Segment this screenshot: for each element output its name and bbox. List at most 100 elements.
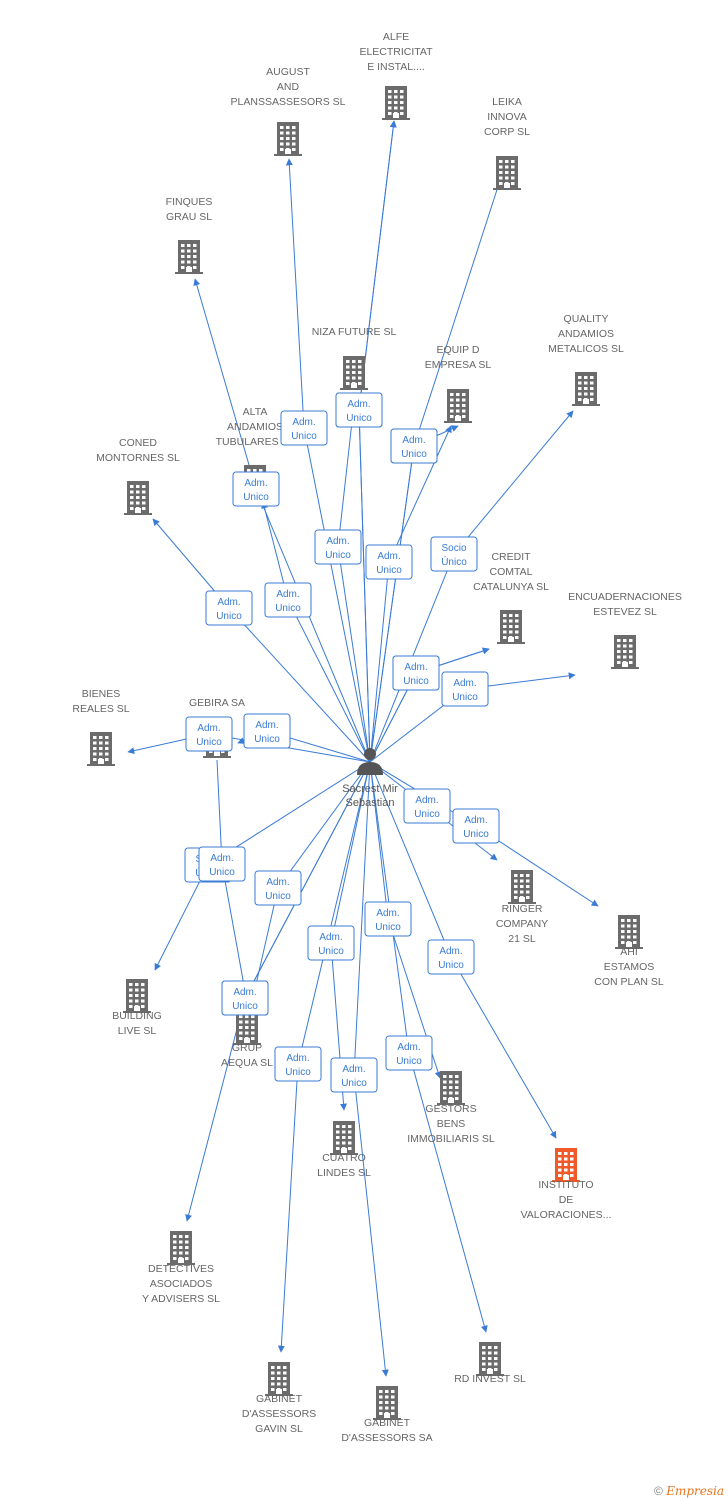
company-node-instituto[interactable]: INSTITUTODEVALORACIONES... [521, 1148, 612, 1221]
person-icon [357, 748, 383, 775]
edge-label-alfe[interactable]: Adm.Unico [335, 392, 383, 428]
edge-label-encuad[interactable]: Adm.Unico [441, 671, 489, 707]
edge-label-text: Unico [265, 891, 291, 902]
company-name: LINDES SL [317, 1167, 371, 1179]
edge-label-text: Adm. [404, 662, 427, 673]
edge-label-text: Adm. [266, 877, 289, 888]
edge-label-gabinetsa[interactable]: Adm.Unico [330, 1057, 378, 1093]
edge-line-equip [369, 425, 459, 763]
building-icon [124, 481, 152, 515]
edge-label-text: Adm. [402, 435, 425, 446]
company-name: MONTORNES SL [96, 452, 180, 464]
company-name: REALES SL [72, 703, 129, 715]
company-name: TUBULARES SL [216, 436, 295, 448]
company-name: CONED [119, 437, 157, 449]
edge-label-ahi[interactable]: Adm.Unico [452, 808, 500, 844]
edge-labels-layer: Adm.UnicoAdm.UnicoAdm.UnicoAdm.UnicoAdm.… [184, 392, 500, 1093]
building-icon [175, 240, 203, 274]
edge-label-text: Adm. [217, 597, 240, 608]
edge-label-text: Adm. [276, 589, 299, 600]
edge-label-text: Adm. [326, 536, 349, 547]
edge-label-text: Unico [275, 603, 301, 614]
edge-label-equip[interactable]: Adm.Unico [390, 428, 438, 464]
edge-label-grup[interactable]: Adm.Unico [198, 846, 246, 882]
building-icon [476, 1342, 504, 1376]
edge-label-bienes[interactable]: Adm.Unico [185, 716, 233, 752]
building-icon [615, 915, 643, 949]
building-icon [611, 635, 639, 669]
edge-label-gebira[interactable]: Adm.Unico [243, 713, 291, 749]
edge-label-text: Unico [463, 829, 489, 840]
edge-label-equip[interactable]: Adm. Unico [365, 544, 413, 580]
edge-label-text: Socio [441, 543, 466, 554]
company-name: LIVE SL [118, 1025, 157, 1037]
edge-label-finques[interactable]: Adm.Unico [232, 471, 280, 507]
edge-label-august[interactable]: Adm.Unico [280, 410, 328, 446]
edge-label-text: Adm. [292, 417, 315, 428]
edge-label-ringer[interactable]: Adm.Unico [403, 788, 451, 824]
company-name: BENS [437, 1118, 466, 1130]
company-name: CUATRO [322, 1152, 366, 1164]
edge-label-text: Adm. [377, 551, 400, 562]
edge-label-instituto[interactable]: Adm.Unico [427, 939, 475, 975]
edge-label-gestors[interactable]: Adm.Unico [364, 901, 412, 937]
edge-label-gavin[interactable]: Adm.Unico [274, 1046, 322, 1082]
company-name: GABINET [256, 1393, 303, 1405]
edge-label-detectives[interactable]: Adm.Unico [221, 980, 269, 1016]
edge-label-text: Unico [376, 565, 402, 576]
company-name: GRAU SL [166, 211, 212, 223]
company-name: D'ASSESSORS [242, 1408, 316, 1420]
edge-label-grup[interactable]: Adm. Unico [254, 870, 302, 906]
company-node-rdinvest[interactable]: RD INVEST SL [454, 1342, 526, 1385]
company-name: GABINET [364, 1417, 411, 1429]
edge-label-cuatro[interactable]: Adm.Unico [307, 925, 355, 961]
company-name: ESTAMOS [604, 961, 655, 973]
company-node-coned[interactable]: CONED MONTORNES SL [96, 437, 180, 515]
company-name: ENCUADERNACIONES [568, 591, 682, 603]
edge-label-text: Unico [341, 1078, 367, 1089]
edge-label-text: Unico [414, 809, 440, 820]
edge-line-equip [369, 425, 452, 763]
company-name: METALICOS SL [548, 343, 624, 355]
company-node-cuatro[interactable]: CUATRO LINDES SL [317, 1121, 371, 1179]
company-name: GRUP [232, 1042, 262, 1054]
edge-label-niza[interactable]: Adm.Unico [314, 529, 362, 565]
building-icon [167, 1231, 195, 1265]
edge-label-coned[interactable]: Adm.Unico [205, 590, 253, 626]
company-name: QUALITY [564, 313, 609, 325]
company-name: LEIKA [492, 96, 522, 108]
company-node-niza[interactable]: NIZA FUTURE SL [312, 326, 397, 390]
edge-label-text: Unico [254, 734, 280, 745]
edge-label-rdinvest[interactable]: Adm.Unico [385, 1035, 433, 1071]
company-name: AND [277, 81, 300, 93]
edge-label-credit[interactable]: Adm.Unico [392, 655, 440, 691]
edge-label-text: Adm. [197, 723, 220, 734]
building-icon [437, 1071, 465, 1105]
building-icon [572, 372, 600, 406]
copyright-symbol: © [654, 1484, 663, 1498]
company-name: CREDIT [491, 551, 531, 563]
company-name: GEBIRA SA [189, 697, 245, 709]
edge-label-alta[interactable]: Adm. Unico [264, 582, 312, 618]
company-name: CON PLAN SL [594, 976, 664, 988]
